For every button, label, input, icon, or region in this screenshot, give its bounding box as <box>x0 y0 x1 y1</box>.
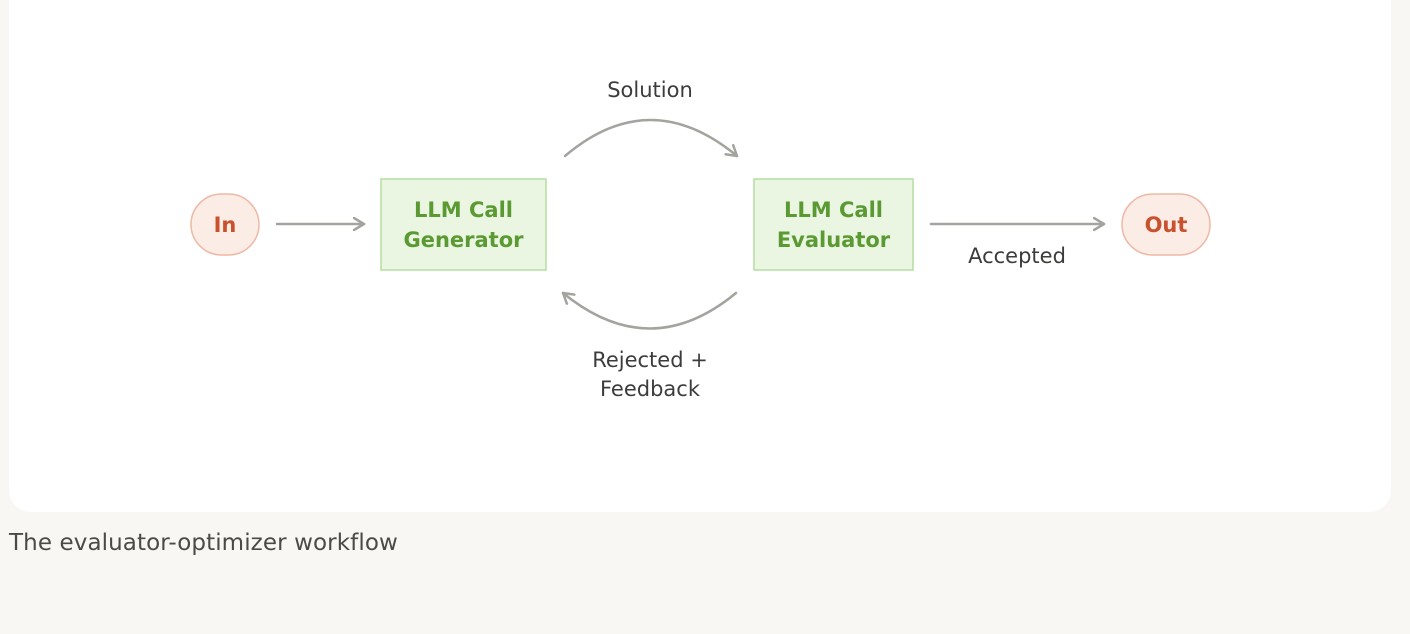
diagram-card <box>9 0 1391 512</box>
generator-node: LLM Call Generator <box>380 178 547 271</box>
evaluator-node: LLM Call Evaluator <box>753 178 914 271</box>
feedback-arrow <box>561 291 738 330</box>
generator-label-line2: Generator <box>403 228 524 252</box>
solution-label: Solution <box>607 78 693 102</box>
feedback-label-line1: Rejected + <box>592 348 708 372</box>
evaluator-label-line2: Evaluator <box>777 228 891 252</box>
output-node: Out <box>1121 193 1211 256</box>
figure-caption: The evaluator-optimizer workflow <box>9 530 398 556</box>
accepted-label: Accepted <box>968 244 1066 268</box>
generator-label-line1: LLM Call <box>414 198 513 222</box>
solution-arrow <box>563 118 739 158</box>
feedback-label-line2: Feedback <box>600 377 701 401</box>
input-label: In <box>214 213 237 237</box>
evaluator-label-line1: LLM Call <box>784 198 883 222</box>
input-node: In <box>190 193 260 256</box>
output-label: Out <box>1145 213 1188 237</box>
